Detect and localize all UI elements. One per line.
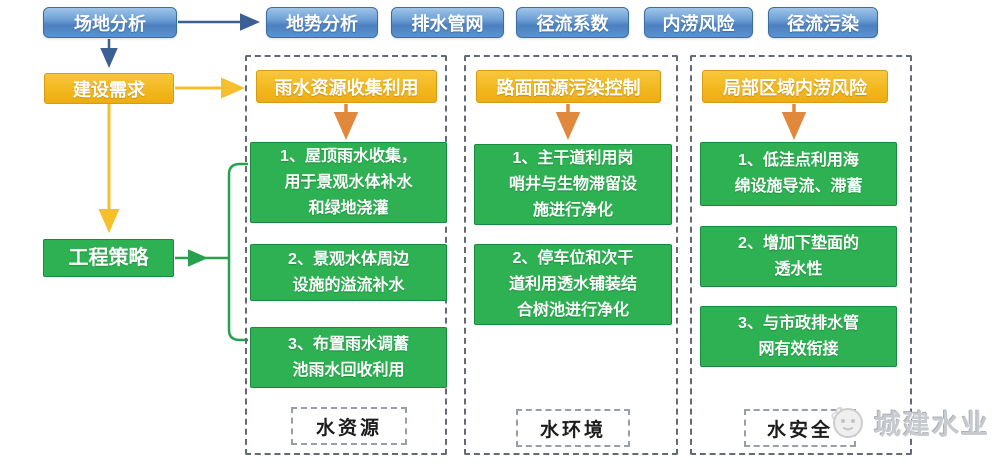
column-frame-water-safety	[690, 55, 912, 455]
strategy-item: 3、与市政排水管 网有效衔接	[700, 306, 897, 367]
strategy-item: 2、景观水体周边 设施的溢流补水	[250, 244, 447, 301]
strategy-item: 1、屋顶雨水收集， 用于景观水体补水 和绿地浇灌	[250, 142, 447, 223]
column-frame-water-environment	[464, 55, 678, 455]
column-label-water-safety: 水安全	[744, 409, 856, 447]
node-site-analysis: 场地分析	[43, 7, 177, 38]
strategy-item: 2、停车位和次干 道利用透水铺装结 合树池进行净化	[474, 244, 672, 325]
column-header-waterlogging: 局部区域内涝风险	[702, 70, 888, 103]
node-terrain-analysis: 地势分析	[266, 7, 378, 38]
strategy-item: 1、主干道利用岗 哨井与生物滞留设 施进行净化	[474, 144, 672, 225]
strategy-item: 1、低洼点利用海 绵设施导流、滞蓄	[700, 142, 897, 206]
strategy-item: 2、增加下垫面的 透水性	[700, 226, 897, 287]
node-engineering-strategy: 工程策略	[43, 239, 174, 277]
node-runoff-coefficient: 径流系数	[516, 7, 629, 38]
column-label-water-resource: 水资源	[291, 407, 407, 445]
column-header-rainwater-collection: 雨水资源收集利用	[256, 70, 437, 103]
strategy-item: 3、布置雨水调蓄 池雨水回收利用	[250, 327, 447, 388]
node-drainage-network: 排水管网	[391, 7, 504, 38]
node-runoff-pollution: 径流污染	[768, 7, 878, 38]
node-construction-needs: 建设需求	[44, 73, 174, 104]
column-label-water-environment: 水环境	[516, 409, 630, 447]
column-header-pollution-control: 路面面源污染控制	[476, 70, 661, 103]
node-waterlogging-risk: 内涝风险	[644, 7, 753, 38]
